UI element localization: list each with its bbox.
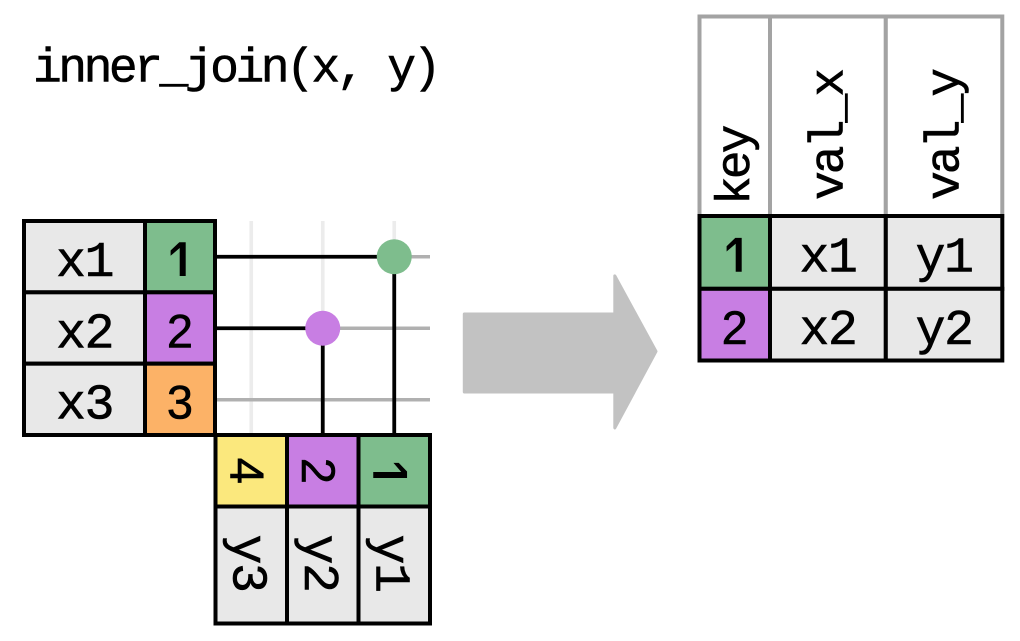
svg-text:x3: x3 bbox=[56, 378, 113, 435]
svg-text:x2: x2 bbox=[799, 303, 856, 360]
svg-text:y1: y1 bbox=[360, 534, 417, 591]
svg-text:x1: x1 bbox=[799, 231, 856, 288]
svg-text:key: key bbox=[710, 125, 764, 205]
svg-text:2: 2 bbox=[167, 304, 193, 357]
svg-text:val_y: val_y bbox=[920, 69, 974, 200]
svg-text:x1: x1 bbox=[56, 235, 113, 292]
svg-text:x2: x2 bbox=[56, 306, 113, 363]
svg-text:4: 4 bbox=[220, 458, 273, 484]
svg-text:3: 3 bbox=[167, 376, 193, 429]
svg-text:y1: y1 bbox=[916, 231, 973, 288]
svg-text:y2: y2 bbox=[289, 534, 346, 591]
svg-text:2: 2 bbox=[292, 458, 345, 484]
svg-text:y3: y3 bbox=[217, 534, 274, 591]
svg-text:inner_join(x, y): inner_join(x, y) bbox=[33, 43, 438, 97]
svg-text:y2: y2 bbox=[916, 303, 973, 360]
svg-text:2: 2 bbox=[722, 301, 748, 354]
svg-text:val_x: val_x bbox=[803, 70, 857, 200]
